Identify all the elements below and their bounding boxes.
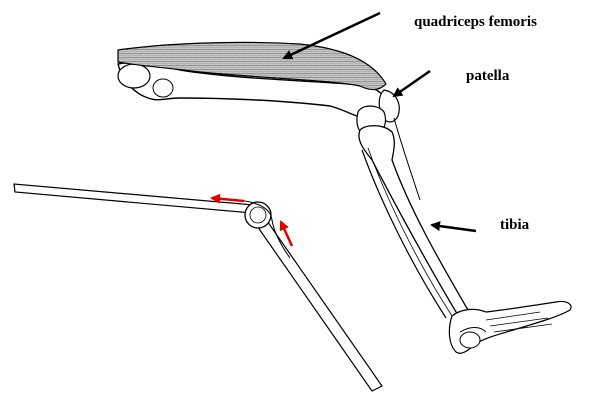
- tibia-bone: [359, 126, 470, 322]
- label-tibia: tibia: [500, 217, 529, 234]
- fibula-bone: [362, 150, 446, 318]
- lever-model: [14, 184, 382, 391]
- foot-bones: [449, 301, 571, 353]
- pointer-arrow-tibia: [432, 225, 476, 231]
- label-patella: patella: [466, 68, 509, 85]
- label-quadriceps-femoris: quadriceps femoris: [414, 14, 537, 31]
- pivot-joint: [245, 202, 271, 228]
- leg-illustration: [118, 42, 571, 353]
- force-arrow-upper: [212, 198, 244, 201]
- lower-rod: [255, 218, 382, 391]
- pointer-arrow-patella: [394, 71, 430, 96]
